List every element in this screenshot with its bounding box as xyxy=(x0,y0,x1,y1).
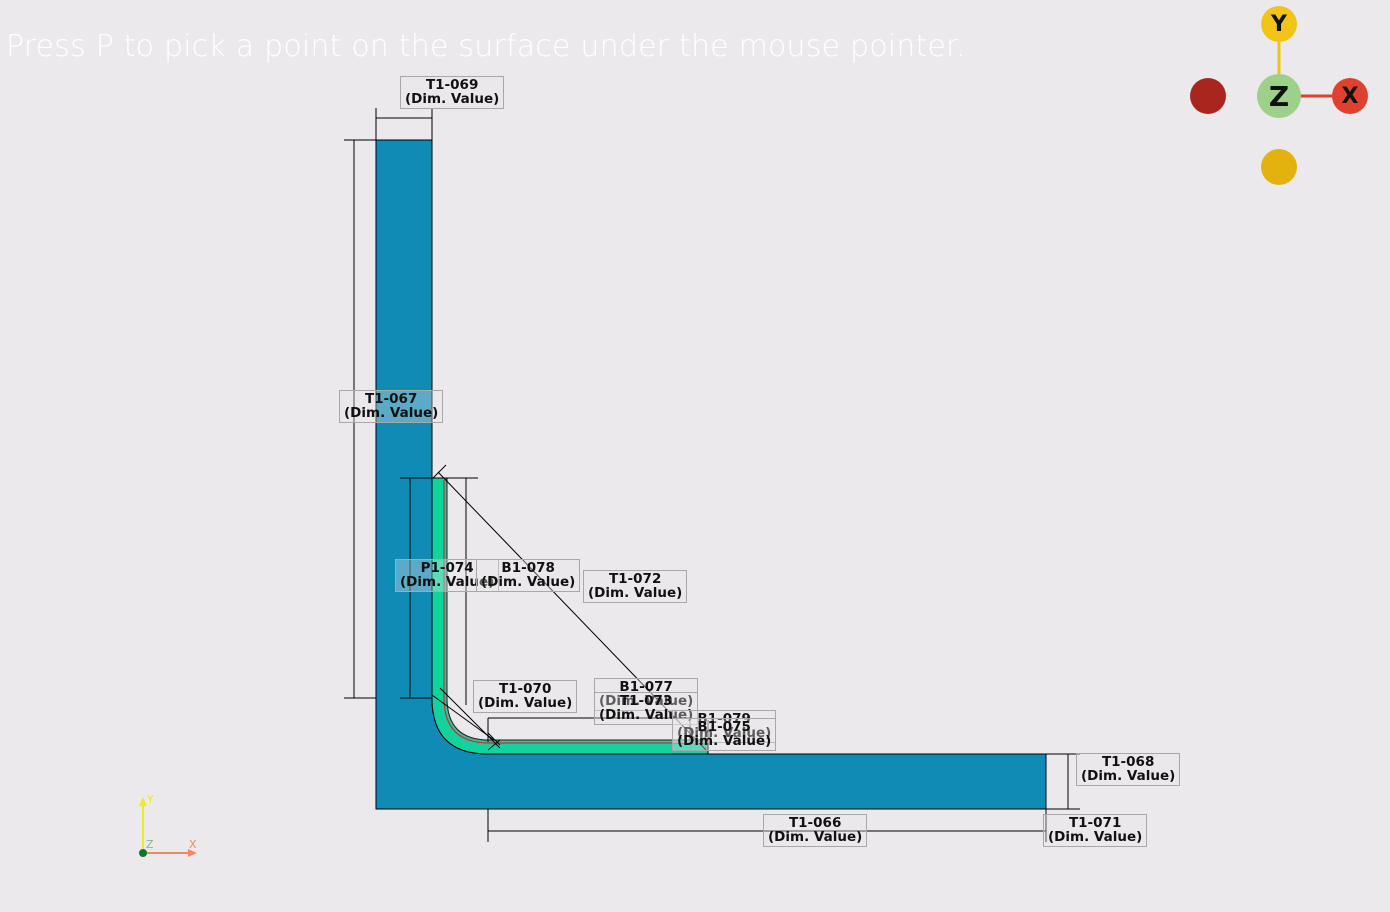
gizmo-y-positive[interactable]: Y xyxy=(1261,6,1297,42)
dim-value: (Dim. Value) xyxy=(677,725,772,741)
dim-label-t1-073[interactable]: T1-073 (Dim. Value) xyxy=(594,692,699,725)
dim-id: T1-066 xyxy=(788,815,842,831)
dim-label-b1-077[interactable]: B1-077 (Dim. Value) xyxy=(594,678,699,711)
gizmo-z-positive[interactable]: Z xyxy=(1257,74,1301,118)
dim-value: (Dim. Value) xyxy=(478,695,573,711)
gizmo-y-label: Y xyxy=(1271,11,1287,37)
dim-label-t1-070[interactable]: T1-070 (Dim. Value) xyxy=(473,680,578,713)
triad-y-label: Y xyxy=(146,793,154,806)
seal-line xyxy=(443,480,690,744)
dim-label-t1-072[interactable]: T1-072 (Dim. Value) xyxy=(583,570,688,603)
dim-id: T1-073 xyxy=(619,693,673,709)
gizmo-x-negative[interactable] xyxy=(1190,78,1226,114)
dim-id: B1-077 xyxy=(619,679,673,695)
triad-z-label: Z xyxy=(146,838,154,851)
dim-id: P1-074 xyxy=(420,560,474,576)
dim-label-t1-069[interactable]: T1-069 (Dim. Value) xyxy=(400,76,505,109)
dim-id: T1-067 xyxy=(364,391,418,407)
dim-id: T1-069 xyxy=(425,77,479,93)
seal-line-inner xyxy=(446,482,690,741)
gizmo-x-positive[interactable]: X xyxy=(1332,78,1368,114)
dim-value: (Dim. Value) xyxy=(400,574,495,590)
dim-label-t1-068[interactable]: T1-068 (Dim. Value) xyxy=(1076,753,1181,786)
dim-id: T1-071 xyxy=(1068,815,1122,831)
gizmo-y-negative[interactable] xyxy=(1261,149,1297,185)
dim-id: T1-068 xyxy=(1101,754,1155,770)
dim-value: (Dim. Value) xyxy=(344,405,439,421)
axes-triad: Y X Z xyxy=(139,793,197,857)
dim-value: (Dim. Value) xyxy=(588,585,683,601)
dim-label-b1-078[interactable]: B1-078 (Dim. Value) xyxy=(476,559,581,592)
dim-label-b1-079[interactable]: B1-079 (Dim. Value) xyxy=(672,710,777,743)
dim-label-t1-071[interactable]: T1-071 (Dim. Value) xyxy=(1043,814,1148,847)
dim-value: (Dim. Value) xyxy=(599,693,694,709)
dim-value: (Dim. Value) xyxy=(405,91,500,107)
dim-label-b1-075[interactable]: B1-075 (Dim. Value) xyxy=(672,718,777,751)
dim-id: B1-078 xyxy=(501,560,555,576)
dim-value: (Dim. Value) xyxy=(1048,829,1143,845)
dimension-lines xyxy=(344,108,1080,842)
gizmo-z-label: Z xyxy=(1268,79,1290,113)
pick-point-hint: Press P to pick a point on the surface u… xyxy=(6,29,966,64)
dim-id: B1-075 xyxy=(697,719,751,735)
dim-id: T1-070 xyxy=(498,681,552,697)
dim-id: B1-079 xyxy=(697,711,751,727)
dim-label-t1-066[interactable]: T1-066 (Dim. Value) xyxy=(763,814,868,847)
dim-label-t1-067[interactable]: T1-067 (Dim. Value) xyxy=(339,390,444,423)
triad-x-label: X xyxy=(189,838,197,851)
gizmo-x-label: X xyxy=(1341,83,1359,109)
dim-value: (Dim. Value) xyxy=(599,707,694,723)
dim-value: (Dim. Value) xyxy=(481,574,576,590)
orientation-gizmo-lines xyxy=(1277,40,1336,98)
dim-value: (Dim. Value) xyxy=(768,829,863,845)
dim-value: (Dim. Value) xyxy=(1081,768,1176,784)
dim-label-p1-074[interactable]: P1-074 (Dim. Value) xyxy=(395,559,500,592)
dim-id: T1-072 xyxy=(608,571,662,587)
dim-value: (Dim. Value) xyxy=(677,733,772,749)
